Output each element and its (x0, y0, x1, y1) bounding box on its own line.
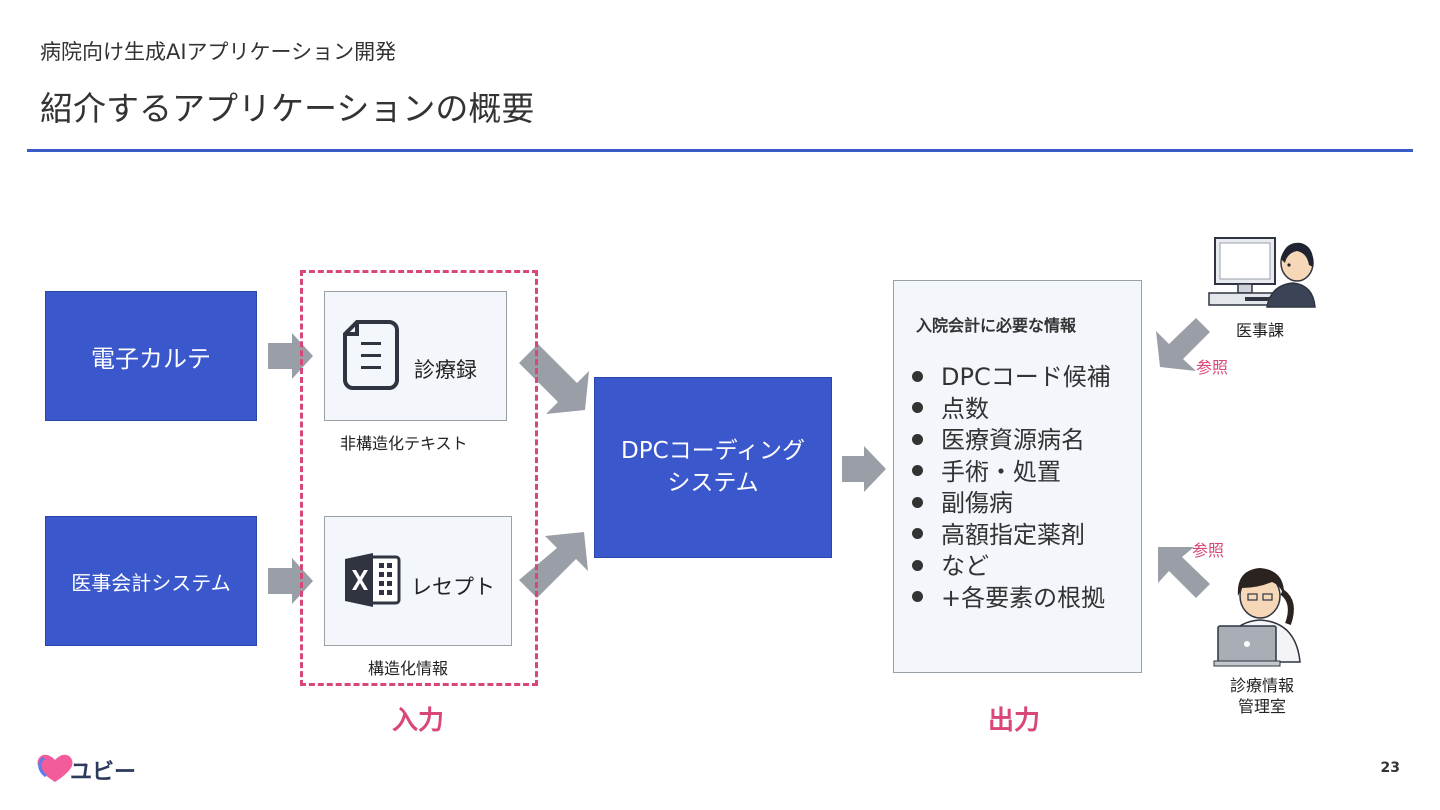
output-list-item: DPCコード候補 (912, 362, 1111, 394)
output-list-item: +各要素の根拠 (912, 583, 1111, 615)
bullet-icon (912, 433, 923, 445)
ubie-heart-logo-icon (37, 754, 73, 782)
unstructured-text-caption: 非構造化テキスト (340, 434, 468, 453)
medical-record-card: 診療録 (324, 291, 507, 421)
bullet-icon (912, 528, 923, 539)
output-list-item: 副傷病 (912, 488, 1111, 520)
bullet-icon (912, 402, 923, 413)
office-worker-icon (1208, 237, 1316, 308)
page-number: 23 (1380, 760, 1400, 776)
title-divider (27, 149, 1413, 152)
output-info-box (893, 280, 1142, 673)
receipt-card: レセプト (324, 516, 512, 646)
ubie-logo-text: ユビー (70, 760, 137, 785)
arrow-records-office-to-output (1158, 547, 1210, 598)
records-office-label: 診療情報 管理室 (1220, 675, 1304, 717)
slide-subtitle: 病院向け生成AIアプリケーション開発 (40, 40, 397, 64)
records-staff-icon (1213, 568, 1301, 667)
dpc-system-line2: システム (667, 469, 759, 496)
dpc-coding-system-box: DPCコーディング システム (594, 377, 832, 558)
records-office-line2: 管理室 (1237, 697, 1286, 716)
arrow-dpc-to-output (842, 446, 886, 492)
output-list-item: 点数 (912, 394, 1111, 426)
bullet-icon (912, 370, 923, 382)
ehr-box: 電子カルテ (45, 291, 257, 421)
output-heading: 入院会計に必要な情報 (916, 316, 1077, 335)
output-list-item: など (912, 551, 1111, 583)
bullet-icon (912, 465, 923, 476)
slide-title: 紹介するアプリケーションの概要 (40, 89, 535, 128)
output-section-label: 出力 (988, 706, 1041, 736)
spreadsheet-icon (345, 553, 401, 607)
arrow-medical-affairs-to-output (1156, 318, 1210, 371)
medical-affairs-label: 医事課 (1236, 321, 1285, 340)
accounting-system-box: 医事会計システム (45, 516, 257, 646)
reference-label-top: 参照 (1196, 358, 1229, 377)
input-section-label: 入力 (392, 706, 445, 736)
receipt-label: レセプト (411, 575, 495, 599)
output-list-item: 手術・処置 (912, 457, 1111, 489)
medical-record-label: 診療録 (414, 358, 477, 382)
output-list: DPCコード候補 点数 医療資源病名 手術・処置 副傷病 高額指定薬剤 など +… (912, 362, 1111, 614)
input-group-frame (300, 270, 538, 686)
ehr-label: 電子カルテ (91, 344, 211, 373)
output-list-item: 医療資源病名 (912, 425, 1111, 457)
bullet-icon (912, 559, 923, 571)
dpc-system-line1: DPCコーディング (620, 438, 806, 465)
output-list-item: 高額指定薬剤 (912, 520, 1111, 552)
accounting-system-label: 医事会計システム (71, 570, 231, 595)
records-office-line1: 診療情報 (1229, 676, 1294, 695)
reference-label-bottom: 参照 (1192, 541, 1225, 560)
bullet-icon (912, 591, 923, 602)
bullet-icon (912, 496, 923, 508)
document-icon (343, 320, 399, 390)
structured-info-caption: 構造化情報 (368, 659, 449, 678)
